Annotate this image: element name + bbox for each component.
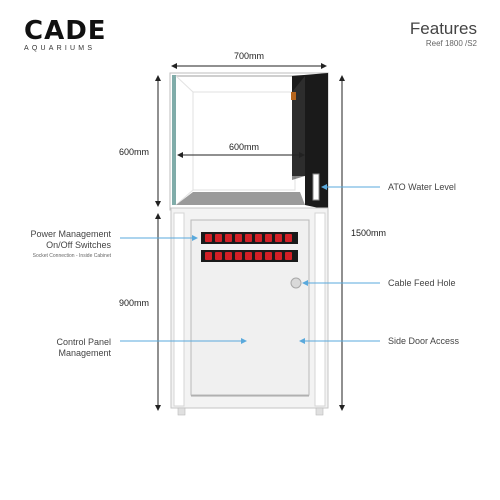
power-switch (215, 234, 222, 242)
callout-side-door: Side Door Access (388, 336, 460, 346)
ato-window (312, 173, 320, 201)
power-strip-bottom (201, 250, 298, 262)
pump-detail (291, 92, 296, 100)
callout-power: Power Management On/Off Switches Socket … (0, 229, 111, 262)
tank (169, 72, 329, 211)
power-strip-top (201, 232, 298, 244)
power-switch (205, 234, 212, 242)
power-switch (215, 252, 222, 260)
dim-height-total-label: 1500mm (351, 228, 387, 238)
dim-width-outer-label: 700mm (234, 51, 265, 61)
power-switch (285, 234, 292, 242)
brand-logo: CADE AQUARIUMS (24, 18, 107, 52)
power-switch (225, 252, 232, 260)
power-switch (205, 252, 212, 260)
power-switch (235, 234, 242, 242)
brand-tagline: AQUARIUMS (24, 45, 96, 52)
power-switch (265, 234, 272, 242)
callout-power-line1: Power Management (30, 229, 111, 239)
page-subtitle: Reef 1800 /S2 (425, 39, 477, 48)
callout-power-note: Socket Connection - Inside Cabinet (32, 253, 111, 259)
callout-control: Control Panel Management (0, 337, 111, 359)
page-title: Features (409, 19, 477, 38)
glass-edge-left (172, 75, 176, 205)
power-switch (275, 252, 282, 260)
power-switch (265, 252, 272, 260)
callout-ato: ATO Water Level (388, 182, 456, 192)
power-switch (255, 252, 262, 260)
dim-width-inner-label: 600mm (229, 142, 260, 152)
dim-height-tank-label: 600mm (119, 147, 150, 157)
dim-height-cabinet-label: 900mm (119, 298, 150, 308)
cabinet-door (190, 219, 310, 396)
callout-cable: Cable Feed Hole (388, 278, 456, 288)
brand-name: CADE (24, 16, 107, 46)
power-switch (225, 234, 232, 242)
power-switch (235, 252, 242, 260)
power-switch (245, 234, 252, 242)
power-switch (255, 234, 262, 242)
power-switch (245, 252, 252, 260)
callout-control-line2: Management (58, 348, 111, 358)
callout-power-line2: On/Off Switches (46, 240, 111, 250)
cabinet (170, 207, 329, 416)
power-switch (285, 252, 292, 260)
cable-feed-hole (290, 277, 302, 289)
callout-control-line1: Control Panel (56, 337, 111, 347)
power-switch (275, 234, 282, 242)
